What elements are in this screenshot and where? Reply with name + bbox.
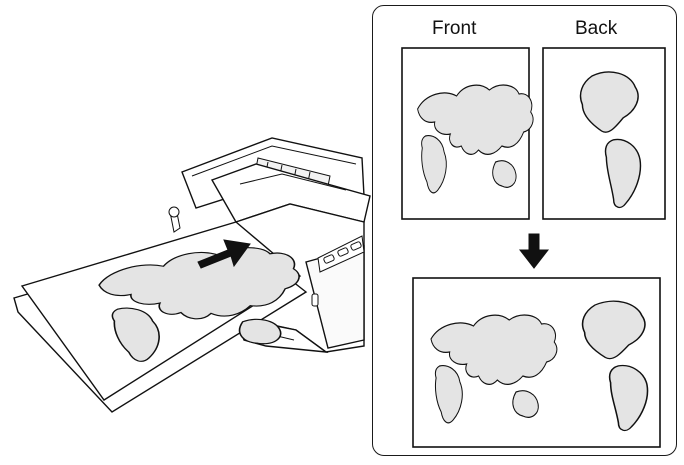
front-page — [401, 47, 534, 220]
merged-page — [412, 277, 661, 448]
fed-document — [13, 221, 314, 413]
front-label: Front — [432, 18, 477, 39]
back-label: Back — [575, 18, 618, 39]
back-page — [542, 47, 666, 220]
arrow-right-icon — [197, 239, 251, 269]
output-panel — [372, 5, 677, 456]
arrow-down-icon — [518, 233, 550, 269]
